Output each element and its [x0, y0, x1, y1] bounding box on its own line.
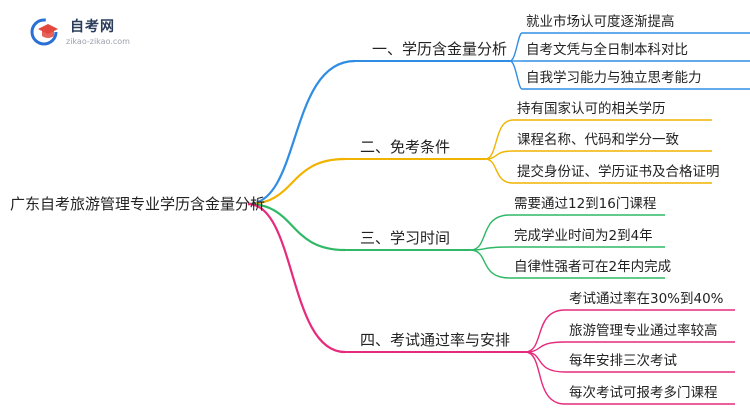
root-link-1 — [247, 59, 356, 206]
leaf-topic-4-4[interactable]: 每次考试可报考多门课程 — [569, 384, 718, 401]
leaf-link-3-3 — [469, 249, 511, 279]
site-logo[interactable]: 自考网 zikao-zikao.com — [30, 15, 170, 51]
logo-graduation-cap-icon — [30, 18, 58, 46]
root-link-3 — [247, 202, 346, 252]
leaf-link-4-2 — [524, 341, 566, 353]
branch-topic-4[interactable]: 四、考试通过率与安排 — [360, 331, 510, 349]
leaf-link-3-1 — [469, 214, 511, 251]
leaf-topic-3-3[interactable]: 自律性强者可在2年内完成 — [514, 259, 671, 275]
root-topic[interactable]: 广东自考旅游管理专业学历含金量分析 — [10, 195, 265, 213]
branch-topic-3[interactable]: 三、学习时间 — [360, 229, 450, 247]
logo-subtitle: zikao-zikao.com — [66, 37, 130, 46]
leaf-topic-1-1[interactable]: 就业市场认可度逐渐提高 — [526, 13, 675, 30]
leaf-topic-1-2[interactable]: 自考文凭与全日制本科对比 — [526, 41, 688, 58]
leaf-link-2-3 — [484, 158, 514, 184]
leaf-link-2-1 — [484, 119, 514, 160]
leaf-link-1-3 — [509, 60, 523, 90]
leaf-link-3-2 — [469, 246, 511, 251]
leaf-topic-1-3[interactable]: 自我学习能力与独立思考能力 — [526, 70, 702, 86]
root-link-4 — [247, 202, 346, 354]
branch-topic-2[interactable]: 二、免考条件 — [360, 138, 450, 156]
leaf-topic-4-3[interactable]: 每年安排三次考试 — [569, 353, 677, 369]
leaf-topic-3-2[interactable]: 完成学业时间为2到4年 — [514, 228, 653, 244]
leaf-topic-4-1[interactable]: 考试通过率在30%到40% — [569, 290, 724, 307]
leaf-topic-2-2[interactable]: 课程名称、代码和学分一致 — [517, 132, 679, 148]
root-link-2 — [247, 157, 346, 206]
leaf-link-4-4 — [524, 351, 566, 405]
leaf-link-4-1 — [524, 309, 566, 353]
leaf-topic-2-3[interactable]: 提交身份证、学历证书及合格证明 — [517, 163, 720, 180]
logo-title: 自考网 — [70, 19, 115, 35]
leaf-topic-3-1[interactable]: 需要通过12到16门课程 — [514, 196, 656, 212]
branch-topic-1[interactable]: 一、学历含金量分析 — [372, 40, 507, 58]
leaf-topic-4-2[interactable]: 旅游管理专业通过率较高 — [569, 322, 718, 339]
leaf-link-1-1 — [509, 32, 523, 62]
leaf-topic-2-1[interactable]: 持有国家认可的相关学历 — [517, 100, 666, 117]
